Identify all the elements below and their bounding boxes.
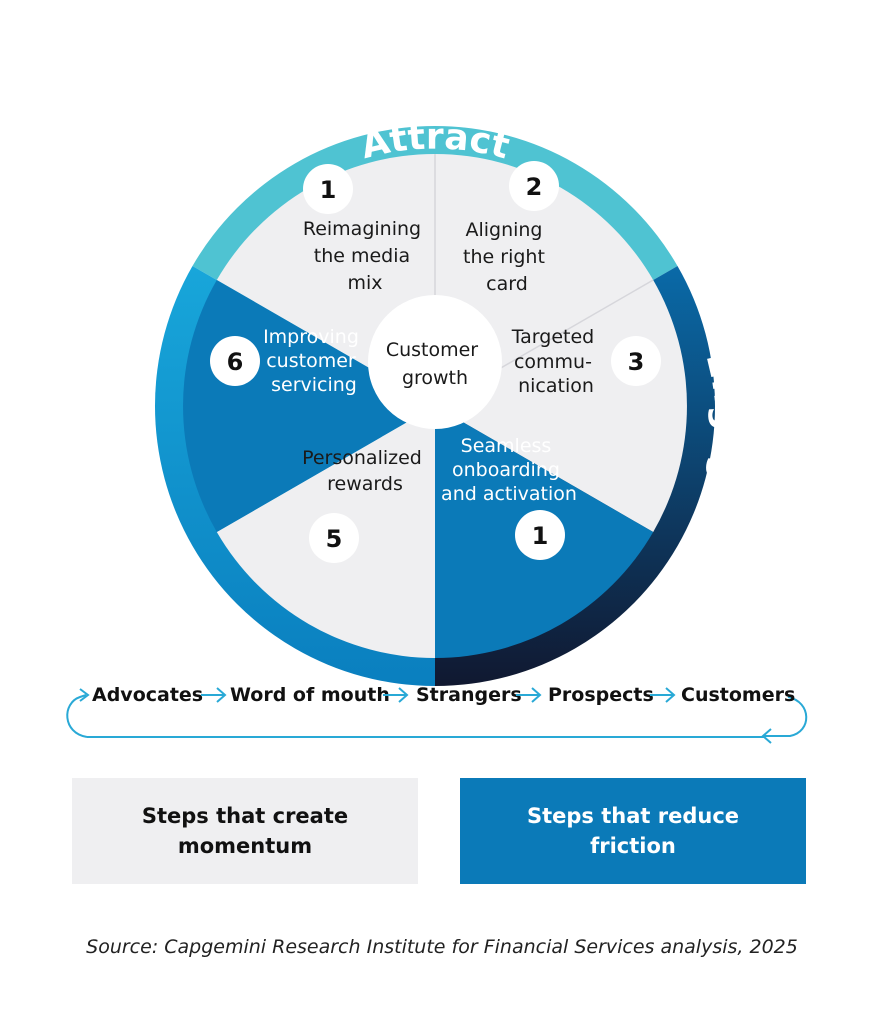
journey-flow: Advocates Word of mouth Strangers Prospe… bbox=[66, 684, 808, 744]
arrow-right-icon bbox=[201, 687, 227, 703]
loop-right-arrow bbox=[764, 696, 808, 737]
center-circle bbox=[368, 295, 502, 429]
arrow-right-icon bbox=[650, 687, 676, 703]
segment-label-targeted-communication: Targeted commu- nication bbox=[511, 326, 601, 397]
badge-3: 3 bbox=[611, 336, 661, 386]
ring-label-delight: Delight bbox=[30, 349, 81, 509]
badge-1-attract: 1 bbox=[303, 164, 353, 214]
source-note: Source: Capgemini Research Institute for… bbox=[86, 936, 798, 958]
badge-2: 2 bbox=[509, 161, 559, 211]
segment-label-personalized-rewards: Personalized rewards bbox=[302, 447, 428, 495]
svg-text:1: 1 bbox=[532, 522, 549, 550]
badge-6: 6 bbox=[210, 336, 260, 386]
flow-step-strangers: Strangers bbox=[416, 684, 522, 706]
flow-step-prospects: Prospects bbox=[548, 684, 654, 706]
svg-text:5: 5 bbox=[326, 525, 343, 553]
segment-label-seamless-onboarding: Seamless onboarding and activation bbox=[441, 435, 577, 505]
badge-1-engage: 1 bbox=[515, 510, 565, 560]
segment-label-right-card: Aligning the right card bbox=[463, 219, 551, 295]
svg-text:6: 6 bbox=[227, 348, 244, 376]
legend-friction-line: friction bbox=[590, 834, 676, 858]
flow-step-word-of-mouth: Word of mouth bbox=[230, 684, 390, 706]
svg-text:2: 2 bbox=[526, 173, 543, 201]
legend-friction: Steps that reduce friction bbox=[460, 778, 806, 884]
legend-momentum-line: momentum bbox=[177, 834, 313, 858]
customer-growth-wheel: Customer growth Reimagining the media mi… bbox=[30, 125, 808, 744]
legend-momentum-line: Steps that create bbox=[141, 804, 349, 828]
arrow-right-icon bbox=[383, 687, 409, 703]
badge-5: 5 bbox=[309, 513, 359, 563]
arrow-right-icon bbox=[516, 687, 542, 703]
legend-momentum: Steps that create momentum bbox=[72, 778, 418, 884]
center-label: Customer growth bbox=[386, 339, 484, 389]
segment-label-media-mix: Reimagining the media mix bbox=[303, 218, 427, 294]
svg-text:3: 3 bbox=[628, 348, 645, 376]
segment-label-customer-servicing: Improving customer servicing bbox=[263, 326, 365, 396]
flow-step-customers: Customers bbox=[681, 684, 795, 706]
legend-friction-line: Steps that reduce bbox=[526, 804, 740, 828]
svg-text:1: 1 bbox=[320, 176, 337, 204]
loop-left-arrow bbox=[66, 694, 88, 738]
flow-step-advocates: Advocates bbox=[92, 684, 203, 706]
loop-left-arrowhead bbox=[79, 688, 90, 702]
